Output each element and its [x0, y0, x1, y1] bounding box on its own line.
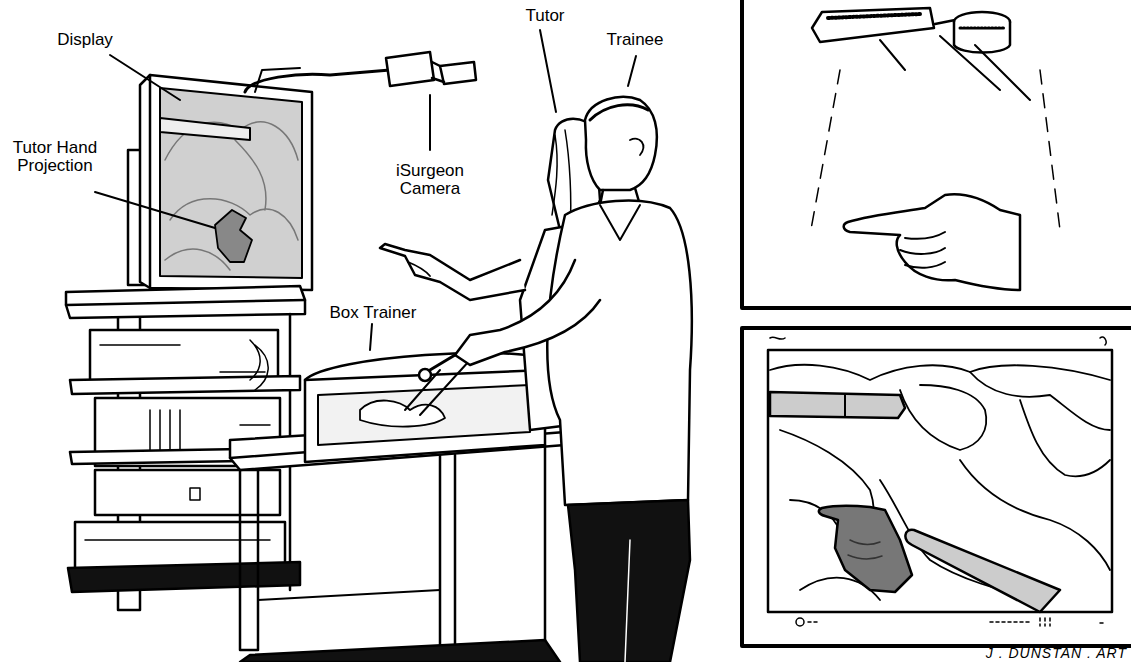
box-trainer-label: Box Trainer — [318, 304, 428, 322]
display-label: Display — [40, 31, 130, 49]
artist-credit: J . DUNSTAN . ART — [935, 644, 1127, 662]
trainee-label: Trainee — [595, 31, 675, 49]
tutor-label: Tutor — [515, 7, 575, 25]
projection-label: Tutor Hand Projection — [10, 139, 100, 175]
camera-label: iSurgeon Camera — [380, 162, 480, 198]
